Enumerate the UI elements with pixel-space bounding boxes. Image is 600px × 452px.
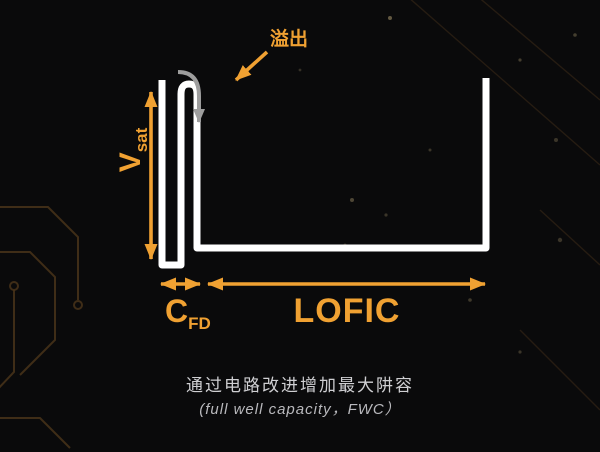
cfd-base: C: [165, 293, 188, 329]
circuit-trace: [0, 251, 56, 376]
diagonal-streak: [410, 0, 600, 166]
speckle-dot: [518, 350, 522, 354]
circuit-via: [73, 300, 83, 310]
circuit-trace: [0, 417, 71, 449]
circuit-trace: [0, 290, 15, 389]
diagonal-streak: [519, 329, 600, 411]
circuit-trace: [0, 206, 79, 300]
cfd-label: CFD: [165, 293, 211, 333]
speckle-dot: [518, 58, 522, 62]
speckle-dot: [388, 16, 392, 20]
vsat-base: V: [114, 152, 147, 172]
caption-line2: (full well capacity，FWC）: [199, 401, 401, 418]
speckle-dot: [384, 213, 388, 217]
overflow-pointer-arrow: [234, 50, 269, 82]
overflow-label: 溢出: [270, 27, 308, 50]
speckle-dot: [428, 148, 432, 152]
speckle-dot: [554, 138, 558, 142]
speckle-dot: [573, 33, 577, 37]
speckle-dot: [298, 68, 302, 72]
vsat-subscript: sat: [132, 127, 151, 152]
speckle-dot: [350, 198, 354, 202]
diagonal-streak: [480, 0, 600, 101]
overflow-flow-arrow: [177, 70, 205, 123]
speckle-dot: [557, 237, 563, 243]
diagonal-streak: [539, 209, 600, 266]
cfd-subscript: FD: [188, 314, 211, 333]
circuit-via: [9, 281, 19, 291]
well-outline: [158, 78, 490, 269]
caption-line1: 通过电路改进增加最大阱容: [186, 376, 414, 395]
lofic-label: LOFIC: [294, 292, 401, 330]
vsat-label: Vsat: [114, 127, 151, 172]
speckle-dot: [468, 298, 472, 302]
